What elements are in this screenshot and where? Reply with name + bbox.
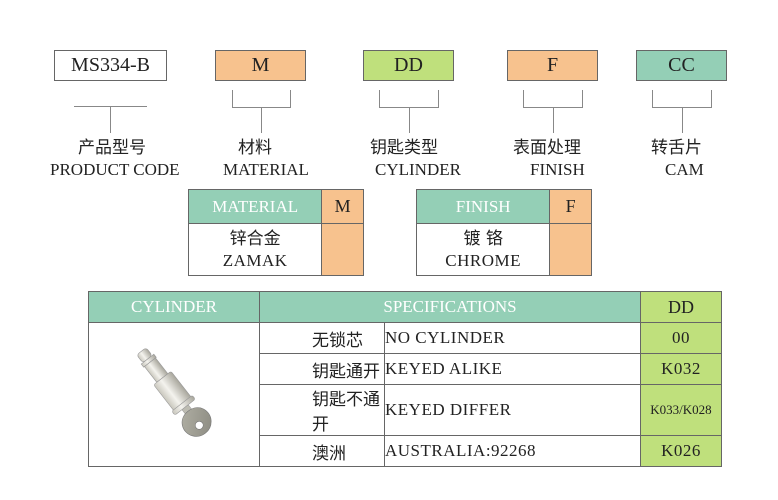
cylinder-code-box: DD bbox=[363, 50, 454, 81]
cam-label: 转舌片 CAM bbox=[651, 138, 721, 180]
finish-table-code: F bbox=[549, 189, 592, 224]
material-code-value: M bbox=[251, 54, 270, 76]
material-table: MATERIAL M 锌合金 ZAMAK bbox=[187, 189, 364, 276]
finish-label-cn: 表面处理 bbox=[513, 138, 581, 158]
cylinder-bracket bbox=[379, 90, 439, 108]
material-bracket bbox=[232, 90, 291, 108]
material-code-box: M bbox=[215, 50, 306, 81]
cylinder-key-icon bbox=[137, 347, 212, 437]
finish-table-header: FINISH bbox=[415, 189, 551, 224]
material-stem bbox=[261, 108, 262, 133]
finish-value-en: CHROME bbox=[445, 250, 522, 270]
finish-code-box: F bbox=[507, 50, 598, 81]
spec-row-3-cn: 钥匙不通开 bbox=[259, 384, 385, 436]
material-value-cn: 锌合金 bbox=[229, 228, 281, 249]
spec-row-2-en: KEYED ALIKE bbox=[384, 353, 641, 385]
product-code-label-en: PRODUCT CODE bbox=[50, 160, 180, 179]
cam-label-en: CAM bbox=[665, 160, 704, 179]
cam-label-cn: 转舌片 bbox=[651, 138, 702, 158]
spec-row-1-cn: 无锁芯 bbox=[259, 322, 385, 354]
material-value-en: ZAMAK bbox=[222, 250, 288, 270]
cylinder-label: 钥匙类型 CYLINDER bbox=[370, 138, 480, 180]
spec-row-4-en: AUSTRALIA:92268 bbox=[384, 435, 641, 467]
finish-label-en: FINISH bbox=[530, 160, 585, 179]
cam-code-box: CC bbox=[636, 50, 727, 81]
finish-table-value: 镀 铬 CHROME bbox=[415, 223, 551, 276]
spec-row-3-code: K033/K028 bbox=[640, 384, 722, 436]
material-label-cn: 材料 bbox=[238, 138, 272, 158]
finish-label: 表面处理 FINISH bbox=[513, 138, 603, 180]
product-code-label: 产品型号 PRODUCT CODE bbox=[50, 138, 205, 180]
finish-stem bbox=[553, 108, 554, 133]
product-stem bbox=[110, 106, 111, 133]
finish-bracket bbox=[523, 90, 583, 108]
cylinder-label-cn: 钥匙类型 bbox=[370, 138, 438, 158]
spec-row-2-cn: 钥匙通开 bbox=[259, 353, 385, 385]
spec-row-4-cn: 澳洲 bbox=[259, 435, 385, 467]
finish-value-cn: 镀 铬 bbox=[463, 228, 503, 249]
product-code-value: MS334-B bbox=[71, 54, 150, 76]
spec-row-3-en: KEYED DIFFER bbox=[384, 384, 641, 436]
spec-row-1-code: 00 bbox=[640, 322, 722, 354]
material-label-en: MATERIAL bbox=[223, 160, 309, 179]
cam-bracket bbox=[652, 90, 712, 108]
cylinder-header: CYLINDER bbox=[88, 291, 260, 323]
finish-table: FINISH F 镀 铬 CHROME bbox=[415, 189, 592, 276]
material-label: 材料 MATERIAL bbox=[215, 138, 325, 180]
cam-stem bbox=[682, 108, 683, 133]
finish-code-value: F bbox=[546, 54, 559, 76]
cylinder-image-cell bbox=[88, 322, 260, 467]
cylinder-table: CYLINDER SPECIFICATIONS DD bbox=[88, 291, 722, 467]
spec-row-1-en: NO CYLINDER bbox=[384, 322, 641, 354]
cam-code-value: CC bbox=[668, 54, 695, 76]
specifications-header: SPECIFICATIONS bbox=[259, 291, 641, 323]
material-table-value: 锌合金 ZAMAK bbox=[187, 223, 323, 276]
cylinder-label-en: CYLINDER bbox=[375, 160, 461, 179]
finish-table-code-cell bbox=[549, 223, 592, 276]
cylinder-code-value: DD bbox=[394, 54, 423, 76]
material-table-header: MATERIAL bbox=[187, 189, 323, 224]
spec-row-4-code: K026 bbox=[640, 435, 722, 467]
product-code-box: MS334-B bbox=[54, 50, 167, 81]
spec-row-2-code: K032 bbox=[640, 353, 722, 385]
material-table-code-cell bbox=[321, 223, 364, 276]
dd-header: DD bbox=[640, 291, 722, 323]
cylinder-stem bbox=[409, 108, 410, 133]
material-table-code: M bbox=[321, 189, 364, 224]
product-code-label-cn: 产品型号 bbox=[78, 138, 146, 158]
